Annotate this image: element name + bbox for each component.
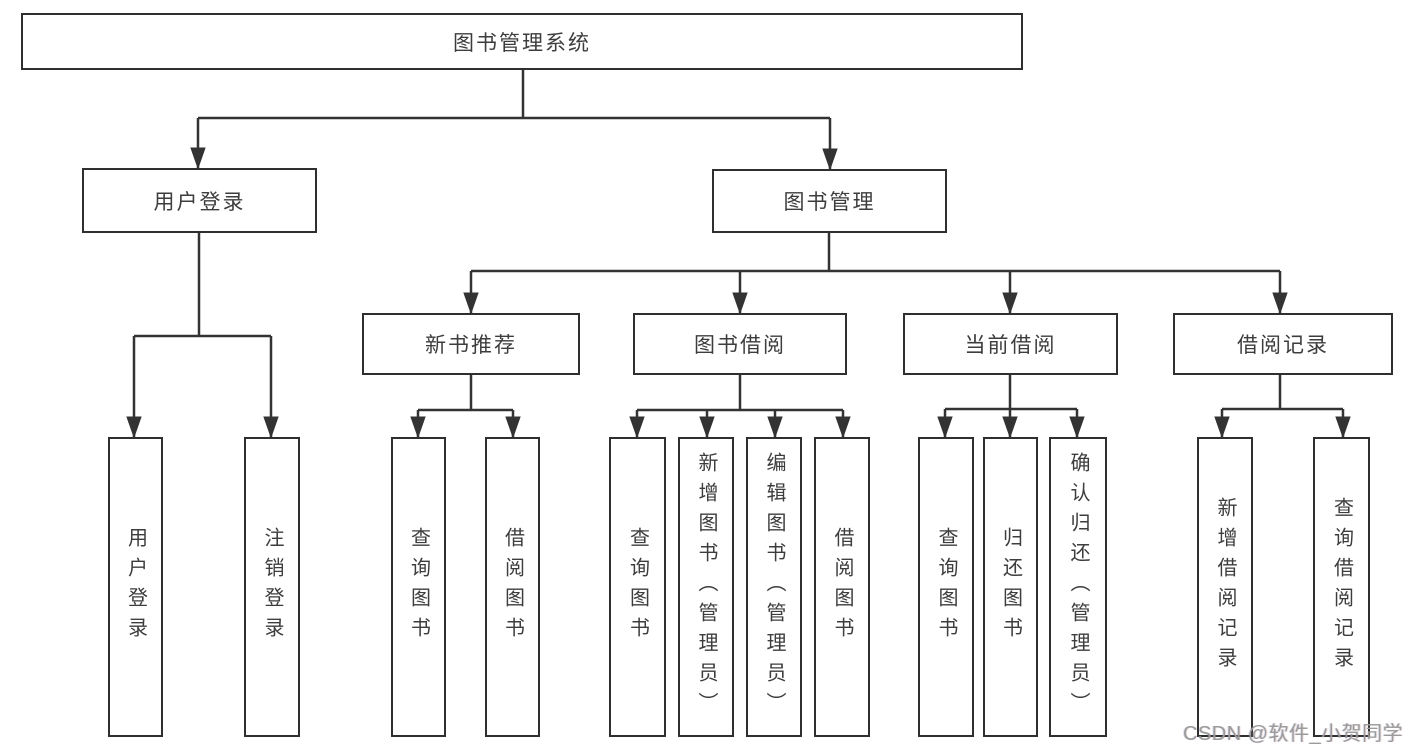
node-root-system: 图书管理系统: [21, 13, 1023, 70]
leaf-borrow-books-recommend: 借阅图书: [485, 437, 540, 737]
node-book-borrowing: 图书借阅: [633, 313, 847, 375]
node-current-borrowing: 当前借阅: [903, 313, 1118, 375]
leaf-query-books-borrowing: 查询图书: [609, 437, 666, 737]
leaf-return-books: 归还图书: [983, 437, 1038, 737]
leaf-query-books-current: 查询图书: [918, 437, 974, 737]
leaf-user-login: 用户登录: [108, 437, 163, 737]
node-user-login-branch: 用户登录: [82, 168, 317, 233]
leaf-logout: 注销登录: [244, 437, 300, 737]
leaf-borrow-books: 借阅图书: [814, 437, 870, 737]
node-borrowing-records: 借阅记录: [1173, 313, 1393, 375]
node-book-management-branch: 图书管理: [712, 169, 947, 233]
leaf-add-books-admin: 新增图书（管理员）: [678, 437, 734, 737]
leaf-query-borrow-record: 查询借阅记录: [1313, 437, 1370, 737]
leaf-edit-books-admin: 编辑图书（管理员）: [746, 437, 802, 737]
leaf-add-borrow-record: 新增借阅记录: [1197, 437, 1253, 737]
leaf-query-books-recommend: 查询图书: [391, 437, 446, 737]
leaf-confirm-return-admin: 确认归还（管理员）: [1049, 437, 1107, 737]
csdn-watermark: CSDN @软件_小贺同学: [1183, 723, 1404, 745]
node-new-book-recommend: 新书推荐: [362, 313, 580, 375]
